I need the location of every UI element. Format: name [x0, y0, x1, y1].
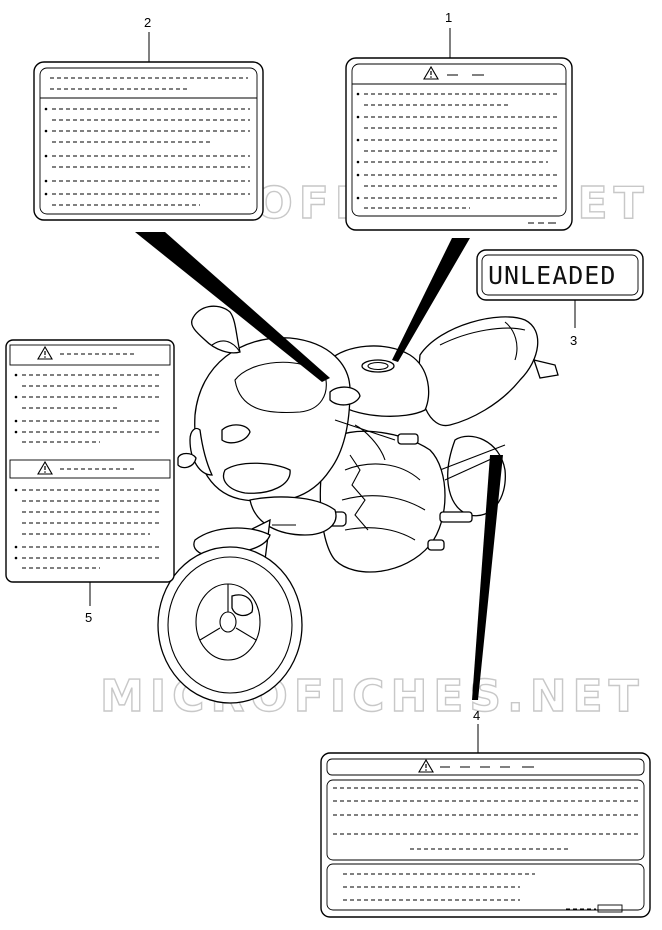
callout-5: 5	[85, 610, 92, 625]
label-2[interactable]	[33, 61, 264, 221]
pointer-label-1	[392, 238, 470, 362]
warning-triangle-icon	[418, 758, 434, 773]
motorcycle-illustration	[157, 305, 559, 704]
label-5[interactable]	[5, 339, 175, 583]
callout-2: 2	[144, 15, 151, 30]
callout-1: 1	[445, 10, 452, 25]
label-4[interactable]	[320, 752, 651, 918]
unleaded-text: UNLEADED	[488, 261, 616, 290]
warning-triangle-icon	[37, 460, 53, 475]
label-1[interactable]	[345, 57, 573, 231]
warning-triangle-icon	[37, 345, 53, 360]
label-3-unleaded[interactable]: UNLEADED	[476, 249, 644, 301]
pointer-label-4	[472, 455, 503, 700]
callout-4: 4	[473, 708, 480, 723]
warning-triangle-icon	[423, 65, 439, 80]
pointer-label-2	[135, 232, 330, 382]
callout-3: 3	[570, 333, 577, 348]
